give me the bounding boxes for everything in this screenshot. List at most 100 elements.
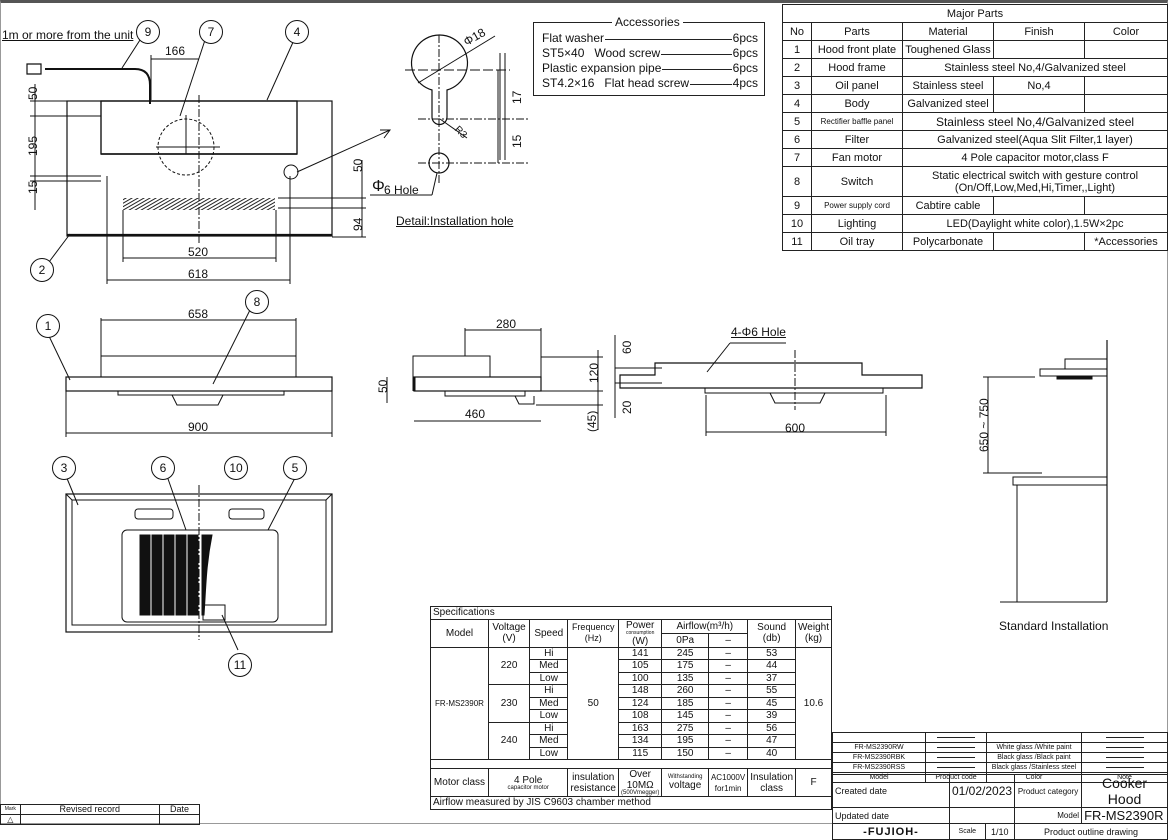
dim-45: (45) [585, 410, 599, 432]
cell-dash: – [707, 684, 749, 698]
dim-50-side: 50 [376, 379, 390, 393]
insulation-resistance-value: Over 10MΩ(500Vmegger) [617, 768, 663, 797]
updated-date-label: Updated date [832, 807, 950, 824]
cell-material: Stainless steel [902, 76, 994, 95]
table-row: FR-MS2390R 220 Hi 50 141 245 – 53 10.6 [430, 646, 832, 760]
specifications-title: Specifications [430, 606, 832, 620]
phi6-hole-label: 6 Hole [384, 183, 419, 197]
cell-speed: Med [529, 659, 569, 673]
balloon-1: 1 [36, 314, 60, 338]
header-sound: Sound(db) [747, 618, 797, 648]
cell-part: Hood front plate [811, 40, 903, 59]
cell-speed: Hi [529, 721, 569, 735]
cell-speed: Low [529, 671, 569, 685]
cell-spec: Stainless steel No,4/Galvanized steel [902, 112, 1168, 131]
header-airflow: Airflow(m³/h) [661, 618, 749, 634]
cell-speed: Hi [529, 646, 569, 660]
cell-sound: 39 [747, 709, 797, 723]
airflow-note: Airflow measured by JIS C9603 chamber me… [430, 796, 832, 810]
variant-color: White glass /White paint [986, 742, 1082, 753]
dim-15-top: 15 [26, 180, 40, 194]
cell-finish: No,4 [993, 76, 1085, 95]
balloon-2: 2 [30, 258, 54, 282]
top-view [26, 55, 391, 284]
hole-note: 4-Φ6 Hole [731, 325, 786, 339]
header-frequency: Frequency(Hz) [567, 618, 619, 648]
accessory-name: ST4.2×16 Flat head screw [542, 76, 690, 90]
revised-record-label: Revised record [19, 804, 160, 815]
switch-spec-line2: (On/Off,Low,Med,Hi,Timer,,Light) [954, 181, 1116, 194]
standard-installation-view [983, 340, 1108, 603]
dim-17: 17 [510, 90, 524, 104]
cell-sound: 37 [747, 671, 797, 685]
dim-658: 658 [188, 307, 209, 321]
cell-power: 148 [617, 684, 663, 698]
insulation-class-value: F [795, 768, 832, 797]
cell-no: 9 [782, 196, 812, 215]
header-model: Model [430, 618, 489, 648]
power-label: Power [626, 619, 655, 631]
product-category-value: Cooker Hood [1081, 774, 1168, 808]
header-no: No [782, 22, 812, 41]
cell-part: Oil panel [811, 76, 903, 95]
cell-speed: Med [529, 696, 569, 710]
balloon-11: 11 [228, 653, 252, 677]
cell-no: 7 [782, 148, 812, 167]
cell-finish [993, 232, 1085, 251]
cell-dash: – [707, 721, 749, 735]
cell-airflow: 150 [661, 746, 709, 760]
cell-speed: Med [529, 734, 569, 748]
cell-airflow: 275 [661, 721, 709, 735]
cell-dash: – [707, 709, 749, 723]
cell-no: 11 [782, 232, 812, 251]
insulation-res-sub: (500Vmegger) [621, 790, 660, 796]
dim-166: 166 [165, 44, 186, 58]
revision-mark-label: Mark [0, 804, 21, 815]
updated-date-value [948, 807, 1016, 824]
cell-color [1084, 94, 1168, 113]
variant-color: Black glass /Stainless steel [986, 762, 1082, 773]
balloon-3: 3 [52, 456, 76, 480]
cell-airflow: 185 [661, 696, 709, 710]
motor-class-sub: capacitor motor [507, 784, 549, 791]
major-parts-table: Major Parts No Parts Material Finish Col… [782, 4, 1168, 251]
spec-header: Model Voltage(V) Speed Frequency(Hz) Pow… [430, 618, 832, 648]
header-color: Color [1084, 22, 1168, 41]
cell-no: 4 [782, 94, 812, 113]
cell-dash: – [707, 646, 749, 660]
dim-460: 460 [465, 407, 486, 421]
cell-part: Body [811, 94, 903, 113]
cell-material: Galvanized steel [902, 94, 994, 113]
cell-voltage: 240 [487, 721, 531, 760]
created-date-value: 01/02/2023 [948, 774, 1016, 808]
install-caption: Standard Installation [999, 619, 1109, 633]
withstanding-text2: voltage [669, 779, 702, 791]
cell-material: Cabtire cable [902, 196, 994, 215]
revision-table: Mark Revised record Date △ [0, 804, 201, 825]
cell-finish [993, 196, 1085, 215]
cell-voltage: 220 [487, 646, 531, 685]
cell-part: Filter [811, 130, 903, 149]
accessory-name: Plastic expansion pipe [542, 61, 662, 75]
cell-airflow: 195 [661, 734, 709, 748]
cell-no: 3 [782, 76, 812, 95]
accessories-title: Accessories [612, 15, 683, 29]
bottom-view [65, 485, 333, 640]
balloon-10: 10 [224, 456, 248, 480]
